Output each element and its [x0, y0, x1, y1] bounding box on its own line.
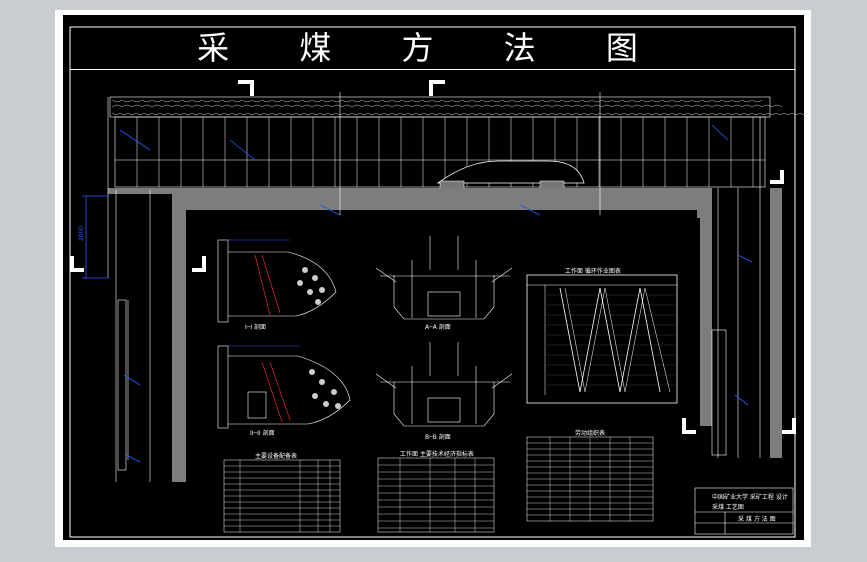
- section-b-label: II─II 剖面: [250, 430, 275, 437]
- table-equipment-rows: [224, 460, 340, 532]
- title-bar: 采 煤 方 法 图: [70, 27, 795, 70]
- support-dividers: [136, 117, 754, 187]
- section-1-1: [217, 239, 337, 323]
- title-block-school: 中国矿业大学 采矿工程 设计: [712, 494, 788, 501]
- inner-frame: [69, 26, 796, 538]
- table-labor-title: 劳动组织表: [575, 430, 606, 437]
- shearer-body: [436, 160, 585, 184]
- dimension-label: 2000: [78, 225, 86, 242]
- cycle-line-2: [564, 287, 671, 393]
- title-block-subject: 采煤 工艺图: [712, 504, 744, 511]
- section-2-2: [217, 345, 351, 429]
- chart-title: 工作面 循环作业图表: [565, 268, 621, 275]
- cycle-chart: [526, 274, 678, 404]
- right-roadway: [711, 117, 761, 458]
- cycle-line: [559, 287, 661, 393]
- roadway-walls: [108, 188, 782, 482]
- drawing-title: 采 煤 方 法 图: [197, 29, 668, 67]
- table-equipment-title: 主要设备配备表: [255, 453, 298, 460]
- section-d-label: B─B 剖面: [425, 434, 451, 441]
- table-tech-title: 工作面 主要技术经济指标表: [400, 451, 474, 458]
- title-block: [694, 487, 794, 535]
- dimension-lines: [82, 124, 753, 463]
- table-tech: [377, 457, 495, 533]
- table-tech-rows: [378, 458, 494, 532]
- support-row: [114, 116, 766, 188]
- table-labor-rows: [527, 437, 653, 521]
- section-a-label: I─I 剖面: [245, 324, 267, 331]
- gob-band: [109, 96, 771, 118]
- left-roadway: [107, 97, 151, 482]
- section-a-a: [375, 236, 513, 320]
- section-b-b: [375, 342, 513, 427]
- section-c-label: A─A 剖面: [425, 324, 451, 331]
- center-lines: [339, 92, 601, 215]
- section-1-1-rubble: [297, 267, 325, 305]
- section-marks: [70, 80, 796, 434]
- rubble-texture: [111, 99, 809, 115]
- section-2-2-rubble: [309, 369, 341, 409]
- title-block-name: 采 煤 方 法 图: [738, 516, 776, 523]
